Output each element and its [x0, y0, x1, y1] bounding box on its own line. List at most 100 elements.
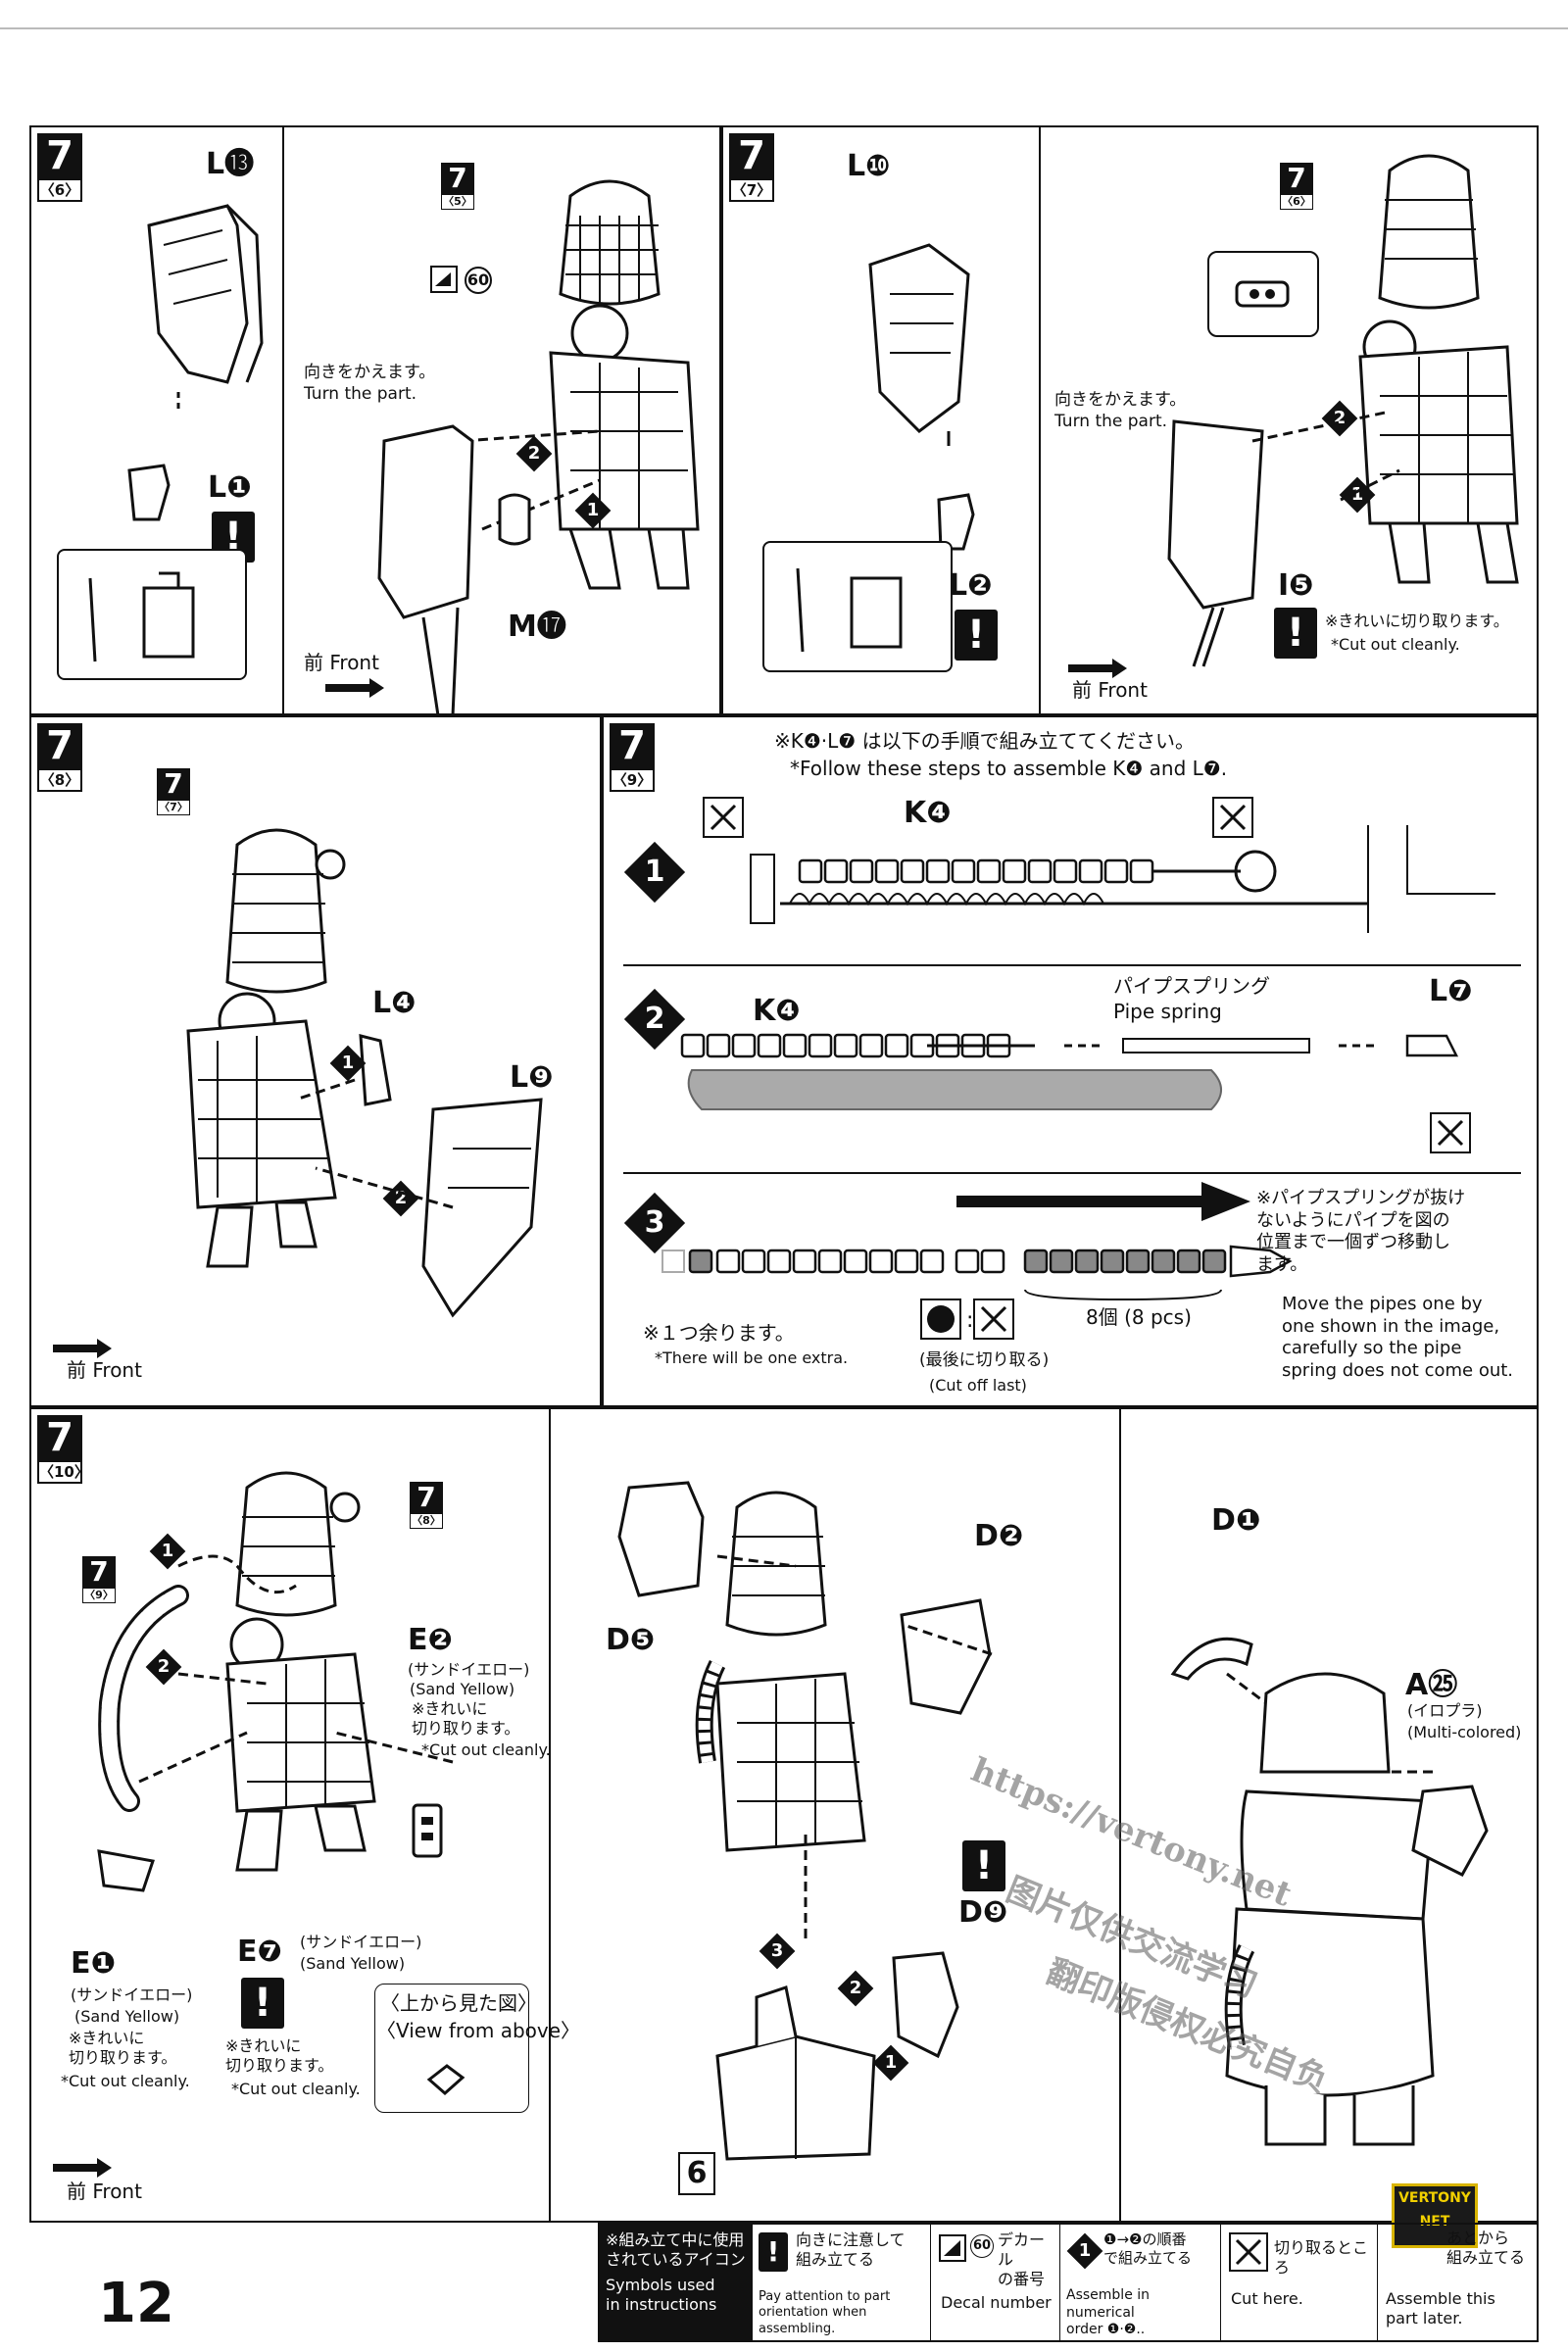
divider-line: [623, 1172, 1521, 1174]
small-part-drawing: [359, 1034, 392, 1106]
a25-color-en: (Multi-colored): [1407, 1723, 1522, 1741]
icon-legend: ※組み立て中に使用 されているアイコン Symbols used in inst…: [598, 2223, 1539, 2342]
part-label-l1: L❶: [208, 470, 252, 505]
part-number-box: 6: [678, 2152, 715, 2195]
substep-1-marker: 1: [623, 841, 686, 904]
part-label-i5: I❺: [1278, 568, 1314, 603]
legend-title: ※組み立て中に使用 されているアイコン Symbols used in inst…: [600, 2225, 753, 2340]
pipe-slide-drawing: [662, 1245, 1293, 1278]
assembly-arrows: [1226, 1672, 1433, 1774]
part-label-m17: M⓱: [508, 610, 566, 644]
turn-note-en: Turn the part.: [1054, 412, 1168, 431]
step-badge: 7〈6〉: [37, 133, 82, 202]
e7-color-jp: (サンドイエロー): [300, 1933, 422, 1951]
legend-order: 1 ❶→❷の順番 で組み立てる Assemble in numerical or…: [1060, 2225, 1221, 2340]
part-label-l7: L❼: [1429, 974, 1473, 1008]
direction-arrow: [956, 1182, 1250, 1221]
cut-last-icon: :: [920, 1298, 1014, 1340]
front-indicator: 前 Front: [67, 1358, 142, 1382]
divider-line: [623, 964, 1521, 966]
top-rule: [0, 27, 1568, 29]
visor-part-drawing: [1170, 1637, 1253, 1681]
top-view-en: 〈View from above〉: [376, 2019, 581, 2042]
ref-step-badge: 7〈6〉: [1280, 163, 1313, 210]
vertony-logo: VERTONY NET: [1392, 2183, 1478, 2248]
e1-color-en: (Sand Yellow): [74, 2007, 180, 2026]
bracket-line: [1024, 1289, 1222, 1301]
side-plate-drawing: [900, 1598, 992, 1715]
connector-part-drawing: [498, 493, 531, 546]
panel-divider: [282, 127, 284, 713]
part-label-k4: K❹: [904, 796, 952, 830]
decal-number: 60: [970, 2234, 994, 2258]
small-part-drawing: [892, 1951, 959, 2059]
move-note-en: Move the pipes one by one shown in the i…: [1282, 1294, 1514, 1381]
attention-icon: !: [962, 1840, 1005, 1891]
nipper-icon: [1430, 1112, 1471, 1153]
ref-step-badge: 7〈8〉: [410, 1482, 443, 1529]
robot-body-drawing: [1358, 154, 1519, 584]
part-label-e1: E❶: [71, 1946, 116, 1981]
front-arrow-icon: [53, 1339, 112, 1358]
part-label-d9: D❾: [958, 1895, 1008, 1930]
pipe-assembly-drawing: [680, 1033, 1459, 1110]
pipe-spring-jp: パイプスプリング: [1113, 974, 1270, 998]
subpanel-border-right: [1119, 1409, 1121, 2221]
panel-step-7-7: 7〈7〉 L❿ L❷ ! 向きをかえます。 Turn the part. 7〈6…: [721, 125, 1539, 715]
front-indicator: 前 Front: [304, 651, 379, 674]
ref-step-badge: 7〈9〉: [82, 1556, 116, 1603]
legend-later: あとから 組み立てる Assemble this part later.: [1386, 2229, 1526, 2328]
armor-plate-drawing: [868, 243, 970, 446]
e2-cut-jp: ※きれいに 切り取ります。: [412, 1699, 520, 1738]
part-label-l13: L⓭: [206, 147, 255, 181]
e2-color-jp: (サンドイエロー): [408, 1660, 530, 1679]
extra-note-jp: ※１つ余ります。: [643, 1321, 795, 1345]
ref-step-badge: 7〈5〉: [441, 163, 474, 210]
svg-text::: :: [966, 1308, 973, 1333]
e1-cut-en: *Cut out cleanly.: [61, 2072, 190, 2090]
assembly-arrows: [716, 1554, 993, 1938]
panel-step-7-6: 7〈6〉 L⓭ L❶ ! 向きをかえます。 Turn the part. 7〈5…: [29, 125, 721, 715]
e2-color-en: (Sand Yellow): [410, 1680, 515, 1698]
part-label-d1: D❶: [1211, 1503, 1261, 1538]
nipper-icon: [1229, 2232, 1268, 2272]
front-arrow-icon: [325, 678, 384, 698]
e7-cut-jp: ※きれいに 切り取ります。: [225, 2036, 334, 2075]
subpanel-border: [31, 1409, 551, 2221]
chest-part-drawing: [1411, 1785, 1489, 1877]
cut-last-en: (Cut off last): [929, 1376, 1027, 1395]
cutting-detail-drawing: [796, 567, 903, 653]
turn-note-jp: 向きをかえます。: [1054, 390, 1187, 410]
step-badge: 7〈8〉: [37, 723, 82, 792]
part-label-a25: A㉕: [1405, 1668, 1458, 1702]
step-badge: 7〈10〉: [37, 1415, 89, 1484]
legend-decal: 60 デカール の番号 Decal number: [931, 2225, 1060, 2340]
front-arrow-icon: [53, 2158, 112, 2178]
leg-base-drawing: [715, 1985, 876, 2161]
part-label-e2: E❷: [408, 1623, 453, 1657]
a25-color-jp: (イロプラ): [1407, 1701, 1483, 1720]
assembly-arrows: [1251, 410, 1400, 502]
top-view-box: [374, 1984, 529, 2113]
back-plate-drawing: [377, 424, 474, 713]
ref-step-badge: 7〈7〉: [157, 768, 190, 815]
move-note-jp: ※パイプスプリングが抜け ないようにパイプを図の 位置まで一個ずつ移動し ます。: [1256, 1188, 1466, 1275]
top-view-drawing: [426, 2064, 466, 2095]
front-indicator: 前 Front: [1072, 678, 1148, 702]
attention-icon: !: [241, 1978, 284, 2029]
decal-icon: [430, 266, 458, 293]
pipe-arm-drawing: [98, 1585, 189, 1812]
head-shell-drawing: [617, 1481, 705, 1597]
panel-step-7-9: 7〈9〉 ※K❹·L❼ は以下の手順で組み立ててください。 *Follow th…: [602, 715, 1539, 1407]
pipe-spring-en: Pipe spring: [1113, 1000, 1222, 1023]
panel-step-7-10: 7〈10〉 7〈8〉 7〈9〉 1 2 E❷ (サンドイエロー) (Sand Y…: [29, 1407, 1539, 2223]
turn-note-jp: 向きをかえます。: [304, 363, 436, 382]
side-plate-drawing: [421, 1098, 543, 1318]
e1-cut-jp: ※きれいに 切り取ります。: [69, 2029, 177, 2067]
attention-icon: !: [1274, 608, 1317, 659]
robot-body-drawing: [186, 828, 346, 1268]
part-label-l10: L❿: [847, 149, 891, 183]
count-label: 8個 (8 pcs): [1086, 1305, 1192, 1329]
small-part-drawing: [412, 1803, 443, 1858]
panel-step-7-8: 7〈8〉 7〈7〉 L❹ L❾ 1 2 前 Front: [29, 715, 602, 1407]
